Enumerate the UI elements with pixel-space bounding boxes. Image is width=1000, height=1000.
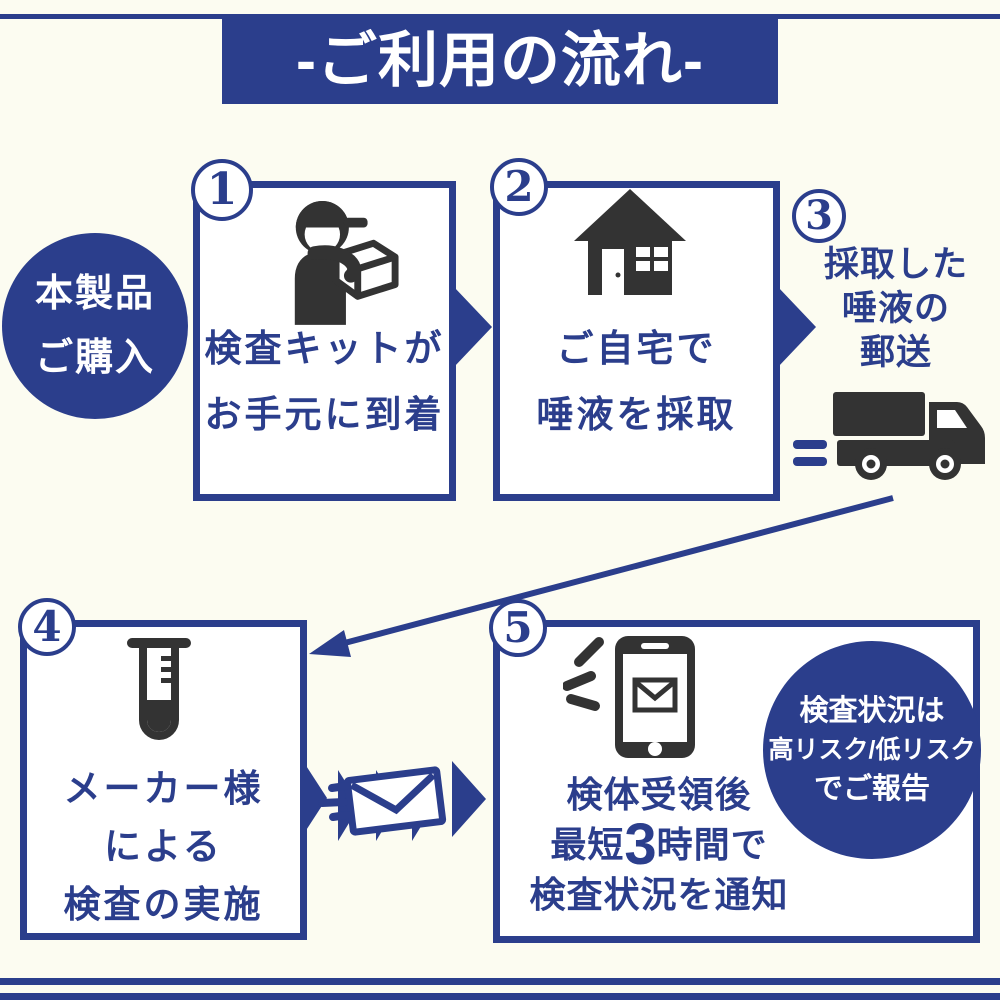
report-line3: でご報告 <box>813 772 930 805</box>
purchase-line1: 本製品 <box>34 273 155 315</box>
speed-lines-icon <box>793 457 827 466</box>
purchase-line2: ご購入 <box>34 337 155 379</box>
step2-line2: 唾液を採取 <box>536 394 737 435</box>
house-icon <box>574 189 686 295</box>
step5-line3: 検査状況を通知 <box>529 874 789 915</box>
speed-lines-icon <box>793 440 827 449</box>
step3-line3: 郵送 <box>859 333 932 372</box>
step4-line1: メーカー様 <box>63 768 264 809</box>
arrow-right-icon <box>778 287 816 367</box>
step1-label: 検査キットが お手元に到着 <box>193 316 456 448</box>
test-tube-icon <box>127 638 191 740</box>
step1-number-badge: 1 <box>191 159 253 221</box>
purchase-entry-circle: 本製品 ご購入 <box>2 233 188 419</box>
step4-line2: による <box>104 826 223 867</box>
report-line2: 高リスク/低リスク <box>768 735 976 764</box>
bottom-divider-line <box>0 978 1000 985</box>
step5-number-badge: 5 <box>489 599 547 657</box>
step2-number-badge: 2 <box>490 158 548 216</box>
step1-line2: お手元に到着 <box>204 394 445 435</box>
phone-notification-icon <box>563 636 695 758</box>
step4-line3: 検査の実施 <box>63 884 264 925</box>
report-result-circle: 検査状況は 高リスク/低リスク でご報告 <box>763 641 981 859</box>
step5-line2: 最短3時間で <box>500 816 818 874</box>
delivery-person-icon <box>294 200 399 325</box>
step4-number-badge: 4 <box>18 598 76 656</box>
flying-mail-icon <box>303 761 486 841</box>
top-divider-line <box>0 14 1000 19</box>
step5-line2-big-number: 3 <box>624 812 657 877</box>
arrow-right-icon <box>454 287 492 367</box>
step1-line1: 検査キットが <box>204 328 445 369</box>
truck-icon <box>833 392 985 480</box>
step5-label: 検体受領後 最短3時間で 検査状況を通知 <box>500 770 818 920</box>
page-title: -ご利用の流れ- <box>222 18 778 104</box>
step5-line2-prefix: 最短 <box>550 824 625 865</box>
step4-label: メーカー様 による 検査の実施 <box>20 760 307 934</box>
diagonal-arrow-icon <box>309 495 894 657</box>
step5-line1: 検体受領後 <box>566 774 752 815</box>
step3-line2: 唾液の <box>841 289 950 328</box>
step3-label: 採取した 唾液の 郵送 <box>810 243 982 375</box>
step3-number-badge: 3 <box>792 189 846 243</box>
step4-box <box>20 620 307 940</box>
report-line1: 検査状況は <box>799 694 945 727</box>
step2-label: ご自宅で 唾液を採取 <box>493 316 780 448</box>
step3-line1: 採取した <box>823 245 968 284</box>
bottom-divider-line <box>0 993 1000 1000</box>
step1-box <box>193 181 456 501</box>
step5-line2-suffix: 時間で <box>656 824 768 865</box>
step2-line1: ご自宅で <box>556 328 717 369</box>
